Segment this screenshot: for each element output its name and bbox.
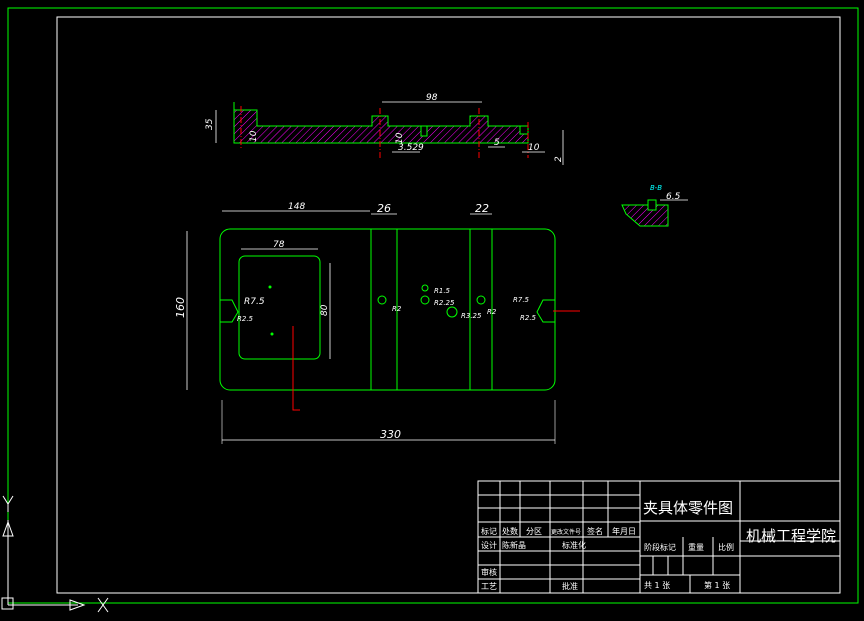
title-block: 夹具体零件图 机械工程学院 标记 处数 分区 更改文件号 签名 年月日 设计 陈… (477, 480, 841, 594)
dim-r2-5-right: R2.5 (520, 314, 537, 322)
dim-10c: 10 (528, 143, 540, 153)
dim-160: 160 (174, 297, 187, 318)
detail-hatched-body (621, 204, 669, 227)
weight: 重量 (688, 542, 704, 552)
hdr-mark: 标记 (481, 526, 497, 536)
dim-10: 10 (249, 130, 259, 142)
right-notch (536, 299, 555, 323)
part-name: 夹具体零件图 (643, 499, 733, 517)
ucs-x-arrow (69, 599, 86, 611)
hdr-sign: 签名 (587, 526, 603, 536)
dim-6-5: 6.5 (666, 192, 681, 202)
dim-3529: 3.529 (398, 143, 424, 153)
plate-outline (219, 228, 556, 391)
ucs-y-arrow (2, 520, 14, 537)
dim-22: 22 (475, 202, 489, 215)
dim-330: 330 (380, 428, 401, 441)
section-slot (420, 125, 428, 137)
ucs-icon (1, 495, 109, 613)
dim-80: 80 (320, 304, 330, 316)
row-design: 设计 (481, 540, 497, 550)
row-approve: 批准 (562, 581, 578, 591)
hdr-docno: 更改文件号 (551, 528, 581, 536)
inner-frame-border (56, 16, 841, 594)
dim-148: 148 (288, 202, 305, 212)
row-process: 工艺 (481, 582, 497, 591)
ucs-y-label (2, 495, 14, 512)
hdr-count: 处数 (502, 526, 518, 536)
row-review: 审核 (481, 567, 497, 577)
pocket-outline (238, 255, 321, 360)
pocket-dot-1 (268, 285, 272, 289)
hole-5 (476, 295, 486, 305)
scale: 比例 (718, 542, 734, 552)
dim-r7-5-right: R7.5 (513, 296, 530, 304)
section-view: 35 10 98 10 3.529 5 10 2 (205, 93, 564, 165)
dim-5: 5 (494, 138, 500, 148)
dim-r2-5-left: R2.5 (237, 315, 254, 323)
outer-sheet-border (7, 7, 859, 604)
detail-label: B-B (650, 184, 662, 192)
school-name: 机械工程学院 (746, 527, 836, 545)
dim-78: 78 (273, 240, 285, 250)
hole-1 (377, 295, 387, 305)
plan-view: 148 26 22 78 160 80 330 R7.5 R2.5 R2 R1.… (174, 202, 580, 444)
dim-35: 35 (205, 118, 215, 130)
dim-26: 26 (377, 202, 391, 215)
dim-r3-25: R3.25 (461, 312, 482, 320)
dim-98: 98 (426, 93, 438, 103)
row-std: 标准化 (562, 540, 586, 550)
dim-r2-25: R2.25 (434, 299, 455, 307)
ucs-x-label (97, 597, 109, 613)
pocket-dot-2 (270, 332, 274, 336)
hdr-zone: 分区 (526, 527, 542, 536)
left-notch (220, 299, 239, 323)
dim-2: 2 (554, 156, 564, 162)
dim-r7-5-left: R7.5 (244, 297, 265, 307)
detail-section: B-B 6.5 (621, 184, 688, 227)
section-hatched-body (233, 109, 529, 144)
dim-r2-b: R2 (487, 308, 497, 316)
sheet-no: 第 1 张 (704, 580, 730, 590)
section-marker-leader (292, 326, 300, 411)
dim-r2-a: R2 (392, 305, 402, 313)
sheets-total: 共 1 张 (644, 581, 670, 590)
hdr-date: 年月日 (612, 526, 636, 536)
ucs-origin-box (1, 597, 14, 610)
row-design-name: 陈新晶 (502, 540, 526, 550)
stage-mark: 阶段标记 (644, 542, 676, 552)
hole-4 (446, 306, 458, 318)
hole-2 (421, 284, 429, 292)
dim-r1-5: R1.5 (434, 287, 451, 295)
dim-10b: 10 (395, 132, 405, 144)
section-step-right (519, 125, 529, 135)
hole-3 (420, 295, 430, 305)
